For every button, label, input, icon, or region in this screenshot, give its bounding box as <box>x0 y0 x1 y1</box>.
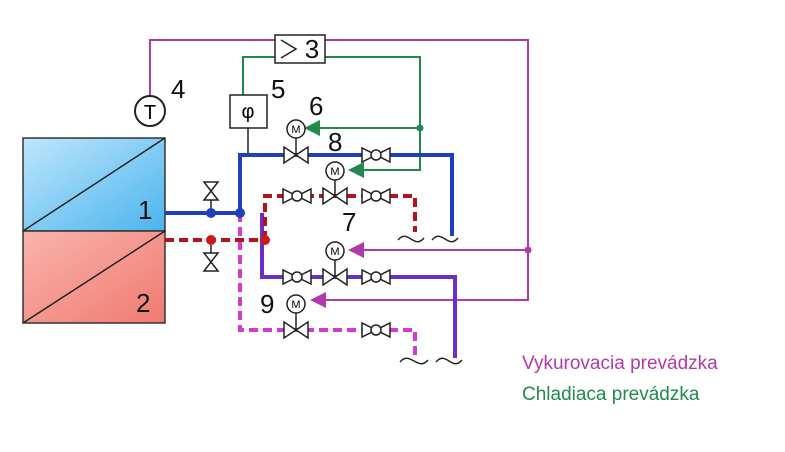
pipe-break-symbol <box>431 235 459 243</box>
motor-label: M <box>291 124 300 136</box>
cooling-control-lines <box>242 56 421 178</box>
label-2: 2 <box>136 288 150 318</box>
control-valve-8 <box>322 161 348 206</box>
bypass-valve-top <box>202 181 220 208</box>
shutoff-valve <box>361 321 391 339</box>
control-valve-7 <box>322 241 348 287</box>
shutoff-valve <box>361 187 391 205</box>
pipe-break-symbol <box>435 357 463 365</box>
label-7: 7 <box>342 207 356 237</box>
cooling-junction-dot <box>416 124 424 132</box>
shutoff-valve <box>282 187 312 205</box>
label-6: 6 <box>309 91 323 121</box>
supply-pipes <box>165 153 454 236</box>
motor-label: M <box>330 246 339 258</box>
legend-cooling: Chladiaca prevádzka <box>522 384 700 405</box>
shutoff-valve <box>361 146 391 164</box>
label-8: 8 <box>328 127 342 157</box>
humidity-sensor-5 <box>229 94 268 129</box>
junction-dot <box>206 235 216 245</box>
label-9: 9 <box>260 289 274 319</box>
control-valve-9 <box>283 294 309 340</box>
label-3: 3 <box>305 34 319 64</box>
heating-control-lines <box>149 39 529 308</box>
thermometer-sensor-4 <box>134 95 166 127</box>
pipe-break-symbol <box>397 235 425 243</box>
shutoff-valve <box>282 268 312 286</box>
violet-pipe <box>260 213 457 358</box>
junction-dot <box>260 235 270 245</box>
control-valve-6 <box>283 119 309 165</box>
heating-junction-dot <box>524 246 532 254</box>
label-1: 1 <box>138 195 152 225</box>
label-4: 4 <box>171 74 185 104</box>
label-5: 5 <box>271 74 285 104</box>
heating-circuit-pipe <box>238 213 417 355</box>
legend-heating: Vykurovacia prevádzka <box>522 353 718 374</box>
humidity-symbol: φ <box>242 101 255 123</box>
motor-label: M <box>330 166 339 178</box>
controller-3 <box>274 34 326 64</box>
motor-label: M <box>291 299 300 311</box>
coil-unit-1 <box>22 137 166 232</box>
bypass-valve-bottom <box>202 245 220 272</box>
coil-unit-2 <box>22 230 166 324</box>
pipe-break-symbol <box>399 357 429 365</box>
junction-dot <box>235 208 245 218</box>
junction-dot <box>206 208 216 218</box>
return-pipes <box>165 194 417 242</box>
shutoff-valve <box>361 268 391 286</box>
thermometer-symbol: T <box>144 102 156 124</box>
